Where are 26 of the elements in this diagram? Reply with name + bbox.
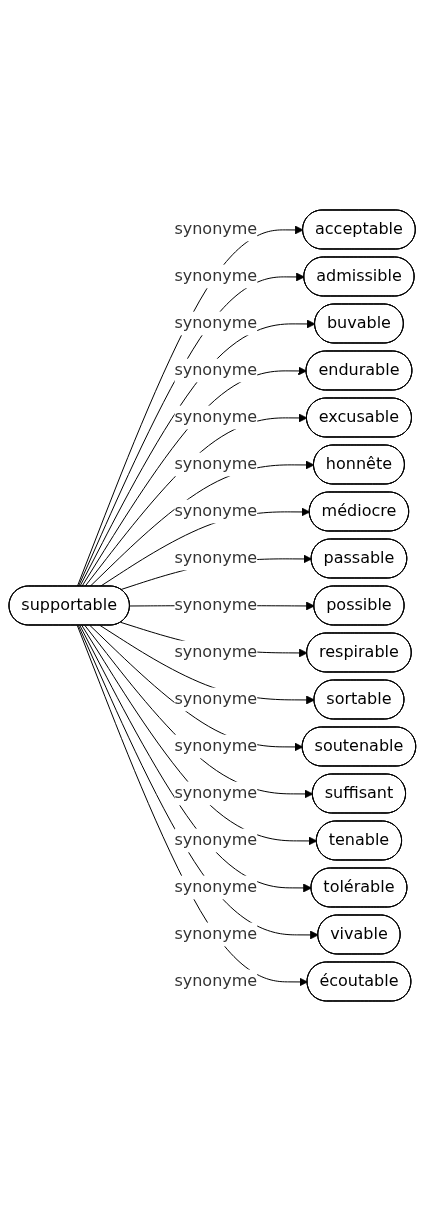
- edge-label: synonyme: [174, 407, 258, 427]
- arrow: [89, 460, 315, 587]
- edge-label: synonyme: [174, 689, 258, 709]
- arrow: [81, 366, 308, 587]
- edge-label: synonyme: [174, 266, 258, 286]
- edge-label: synonyme: [174, 877, 258, 897]
- edge-label: synonyme: [174, 971, 258, 991]
- edge-label: synonyme: [174, 219, 258, 239]
- edge-label: synonyme: [174, 501, 258, 521]
- edge-label: synonyme: [174, 454, 258, 474]
- arrow: [89, 625, 304, 752]
- arrow: [79, 319, 316, 587]
- edge-label: synonyme: [174, 830, 258, 850]
- arrow: [84, 413, 308, 587]
- edge-label: synonyme: [174, 313, 258, 333]
- edge-label: synonyme: [174, 736, 258, 756]
- arrow: [79, 625, 313, 893]
- edge-label: synonyme: [174, 595, 258, 615]
- edge-label: synonyme: [174, 924, 258, 944]
- edge-label: synonyme: [174, 783, 258, 803]
- edge-label: synonyme: [174, 360, 258, 380]
- arrow: [84, 625, 314, 799]
- edge-label: synonyme: [174, 642, 258, 662]
- arrow: [99, 625, 315, 705]
- edge-label: synonyme: [174, 548, 258, 568]
- arrow: [81, 625, 318, 846]
